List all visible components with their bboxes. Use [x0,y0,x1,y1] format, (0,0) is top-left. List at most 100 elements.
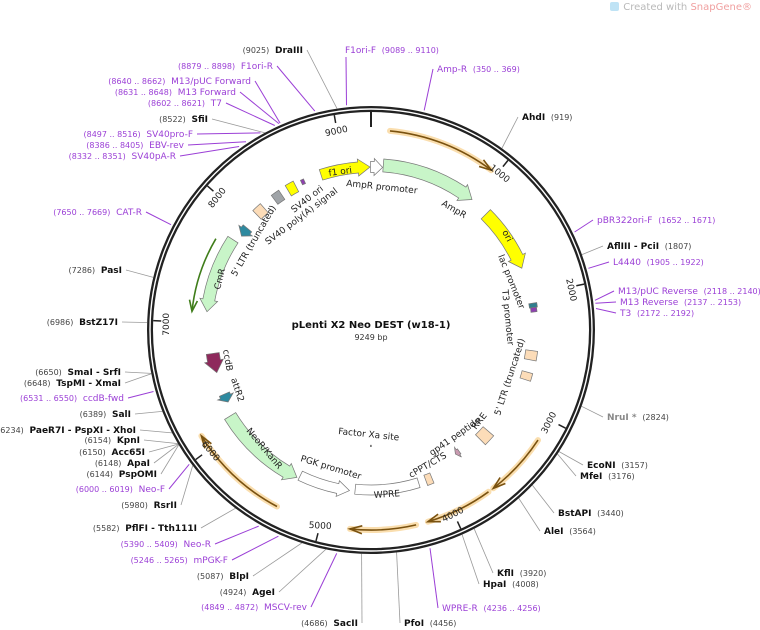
primer-label-sv40pro-f[interactable]: (8497 .. 8516) SV40pro-F [83,130,193,140]
primer-label-pbr322ori-f[interactable]: pBR322ori-F (1652 .. 1671) [597,216,715,226]
enzyme-label-acc65i[interactable]: (6150) Acc65I [79,448,145,458]
primer-label-m13-forward[interactable]: (8631 .. 8648) M13 Forward [115,88,236,98]
site-leader-line [557,453,577,477]
enzyme-label-pfoi[interactable]: PfoI (4456) [404,619,456,629]
feature-attr1[interactable] [238,224,254,237]
enzyme-label-draiii[interactable]: (9025) DraIII [243,46,303,56]
primer-label-amp-r[interactable]: Amp-R (350 .. 369) [437,65,520,75]
feature-sv40-poly-a-signal[interactable] [270,189,286,205]
site-name: Neo-R [184,540,211,550]
site-leader-line [134,411,163,415]
site-name: TspMI - XmaI [56,379,121,389]
feature-ccdb[interactable] [203,352,224,374]
site-leader-line [179,146,240,157]
primer-label-sv40pa-r[interactable]: (8332 .. 8351) SV40pA-R [69,152,176,162]
primer-label-m13-puc-forward[interactable]: (8640 .. 8662) M13/pUC Forward [108,77,251,87]
feature-t3-promoter[interactable] [530,306,538,313]
primer-label-ccdb-fwd[interactable]: (6531 .. 6550) ccdB-fwd [20,394,124,404]
primer-label-wpre-r[interactable]: WPRE-R (4236 .. 4256) [442,604,541,614]
feature-ampr-promoter[interactable] [370,157,384,177]
feature-neor-kanr[interactable] [224,412,298,481]
feature-attr2[interactable] [216,391,235,403]
enzyme-label-blpi[interactable]: (5087) BlpI [197,572,249,582]
site-name: M13 Forward [178,88,236,98]
feature-lac-promoter[interactable] [528,302,538,309]
orf-arrow[interactable] [346,521,420,535]
orf-arrow[interactable] [198,432,280,510]
enzyme-label-sali[interactable]: (6389) SalI [80,410,131,420]
feature-cmr[interactable] [199,235,239,313]
enzyme-label-hpai[interactable]: HpaI (4008) [483,580,539,590]
site-leader-line [574,219,594,233]
site-leader-line [200,507,236,529]
enzyme-label-afliii-pcii[interactable]: AflIII - PciI (1807) [607,242,691,252]
feature-pgk-promoter[interactable] [297,470,351,497]
primer-label-m13-puc-reverse[interactable]: M13/pUC Reverse (2118 .. 2140) [618,287,760,297]
enzyme-label-pasi[interactable]: (7286) PasI [69,266,122,276]
credit-prefix: Created with [623,2,688,13]
feature-gp41-peptide[interactable] [453,446,462,458]
enzyme-label-agei[interactable]: (4924) AgeI [220,588,275,598]
site-name: WPRE-R [442,604,478,614]
primer-label-neo-f[interactable]: (6000 .. 6019) Neo-F [76,485,165,495]
feature-label-wpre: WPRE [374,489,401,501]
primer-label-t7[interactable]: (8602 .. 8621) T7 [148,99,222,109]
primer-label-mscv-rev[interactable]: (4849 .. 4872) MSCV-rev [201,603,308,613]
enzyme-label-bstz17i[interactable]: (6986) BstZ17I [47,318,118,328]
enzyme-label-ahdi[interactable]: AhdI (919) [522,113,572,123]
enzyme-label-tspmi-xmai[interactable]: (6648) TspMI - XmaI [24,379,121,389]
site-leader-line [160,444,180,475]
enzyme-label-rsrii[interactable]: (5980) RsrII [121,501,177,511]
enzyme-label-mfei[interactable]: MfeI (3176) [580,472,635,482]
enzyme-label-nrui[interactable]: NruI * (2824) [607,413,669,423]
enzyme-label-pflfi-tth111i[interactable]: (5582) PflFI - Tth111I [93,524,197,534]
feature-f1-ori[interactable] [318,158,371,181]
enzyme-label-kpni[interactable]: (6154) KpnI [84,436,140,446]
enzyme-label-kfli[interactable]: KflI (3920) [497,569,546,579]
enzyme-label-econi[interactable]: EcoNI (3157) [587,461,648,471]
primer-label-ebv-rev[interactable]: (8386 .. 8405) EBV-rev [86,141,184,151]
feature-sv40-promoter[interactable] [299,178,306,186]
enzyme-label-sfii[interactable]: (8522) SfiI [159,115,208,125]
orf-arrow[interactable] [490,437,541,492]
site-name: M13 Reverse [620,298,679,308]
enzyme-label-apai[interactable]: (6148) ApaI [95,459,150,469]
enzyme-label-smai-srfi[interactable]: (6650) SmaI - SrfI [35,368,121,378]
feature-cppt-cts[interactable] [423,472,435,486]
enzyme-label-pspomi[interactable]: (6144) PspOMI [86,470,157,480]
enzyme-label-alei[interactable]: AleI (3564) [544,527,596,537]
site-position: (8497 .. 8516) [83,130,140,139]
primer-label-neo-r[interactable]: (5390 .. 5409) Neo-R [121,540,211,550]
site-position: (1652 .. 1671) [658,216,715,225]
site-position: (5087) [197,572,224,581]
site-name: SacII [333,619,358,629]
primer-label-cat-r[interactable]: (7650 .. 7669) CAT-R [53,208,142,218]
primer-label-m13-reverse[interactable]: M13 Reverse (2137 .. 2153) [620,298,741,308]
primer-label-t3[interactable]: T3 (2172 .. 2192) [619,309,694,319]
primer-label-f1ori-r[interactable]: (8879 .. 8898) F1ori-R [178,62,273,72]
tick-mark [315,533,319,542]
feature-wpre[interactable] [354,477,421,496]
feature-ori[interactable] [480,209,526,269]
site-position: (8332 .. 8351) [69,152,126,161]
feature-rre[interactable] [475,426,495,446]
enzyme-label-sacii[interactable]: (4686) SacII [301,619,358,629]
enzyme-label-paer7i-pspxi-xhoi[interactable]: (6234) PaeR7I - PspXI - XhoI [0,426,136,436]
site-leader-line [276,65,316,112]
site-position: (7650 .. 7669) [53,208,110,217]
primer-label-mpgk-f[interactable]: (5246 .. 5265) mPGK-F [131,556,228,566]
site-position: (2824) [642,413,669,422]
orf-arrow[interactable] [424,488,492,525]
site-name: KflI [497,569,514,579]
feature-sv40-ori[interactable] [284,180,300,197]
feature-5-ltr-truncated-left[interactable] [252,203,269,220]
orf-arrow[interactable] [188,238,217,314]
feature-factor-xa-site[interactable] [370,444,372,448]
enzyme-label-bstapi[interactable]: BstAPI (3440) [558,509,624,519]
primer-label-f1ori-f[interactable]: F1ori-F (9089 .. 9110) [345,46,439,56]
feature-5-ltr-truncated-part-2[interactable] [519,370,534,382]
orf-arrow[interactable] [387,127,495,174]
primer-label-l4440[interactable]: L4440 (1905 .. 1922) [613,258,704,268]
feature-5-ltr-truncated[interactable] [523,349,538,362]
feature-ampr[interactable] [382,158,473,201]
